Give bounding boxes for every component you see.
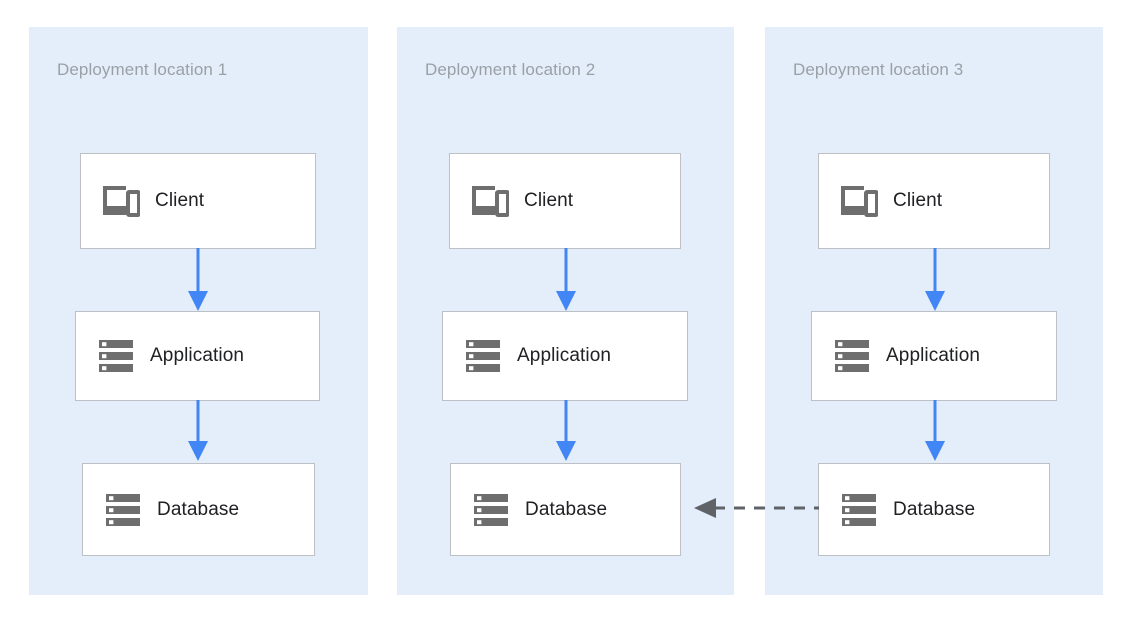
- node-label-database-1: Database: [157, 498, 240, 520]
- server-icon: [103, 490, 143, 530]
- panel-title-2: Deployment location 2: [425, 60, 596, 79]
- server-icon: [463, 336, 503, 376]
- node-label-database-2: Database: [525, 498, 608, 520]
- server-icon: [839, 490, 879, 530]
- node-application-3[interactable]: Application: [811, 311, 1057, 401]
- node-client-3[interactable]: Client: [818, 153, 1050, 249]
- devices-icon: [101, 181, 141, 221]
- panel-title-3: Deployment location 3: [793, 60, 964, 79]
- server-icon: [832, 336, 872, 376]
- server-icon: [96, 336, 136, 376]
- server-icon: [471, 490, 511, 530]
- node-database-3[interactable]: Database: [818, 463, 1050, 556]
- node-database-2[interactable]: Database: [450, 463, 681, 556]
- devices-icon: [839, 181, 879, 221]
- node-database-1[interactable]: Database: [82, 463, 315, 556]
- node-label-client-1: Client: [155, 190, 205, 211]
- devices-icon: [470, 181, 510, 221]
- node-label-client-3: Client: [893, 190, 943, 211]
- node-label-database-3: Database: [893, 498, 976, 520]
- node-label-application-2: Application: [517, 345, 612, 366]
- node-label-client-2: Client: [524, 190, 574, 211]
- node-client-2[interactable]: Client: [449, 153, 681, 249]
- panel-title-1: Deployment location 1: [57, 60, 228, 79]
- node-label-application-1: Application: [150, 345, 245, 366]
- node-application-1[interactable]: Application: [75, 311, 320, 401]
- node-application-2[interactable]: Application: [442, 311, 688, 401]
- node-client-1[interactable]: Client: [80, 153, 316, 249]
- node-label-application-3: Application: [886, 345, 981, 366]
